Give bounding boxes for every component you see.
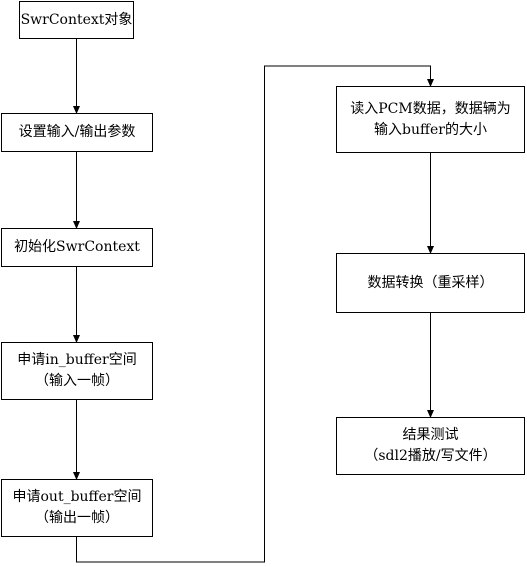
node-set-io-params: 设置输入/输出参数: [1, 113, 153, 152]
node-label-line-2: （sdl2播放/写文件）: [364, 448, 497, 464]
node-label: 初始化SwrContext: [14, 239, 140, 255]
node-label-line-1: 申请out_buffer空间: [12, 489, 142, 505]
node-label-line-2: 输入buffer的大小: [374, 121, 487, 138]
node-swrcontext-object: SwrContext对象: [19, 1, 134, 39]
arrow-5-to-6: [76, 65, 434, 563]
node-result-test: 结果测试 （sdl2播放/写文件）: [336, 417, 525, 475]
node-label-line-1: 结果测试: [402, 427, 459, 443]
node-label-line-1: 读入PCM数据，数据辆为: [350, 100, 511, 117]
node-alloc-in-buffer: 申请in_buffer空间 （输入一帧）: [1, 342, 153, 400]
node-label: 设置输入/输出参数: [18, 124, 136, 140]
node-label: SwrContext对象: [20, 11, 133, 28]
node-label-line-2: （输出一帧）: [35, 510, 119, 526]
node-read-pcm: 读入PCM数据，数据辆为 输入buffer的大小: [336, 86, 525, 153]
node-label-line-2: （输入一帧）: [35, 373, 119, 389]
node-convert-resample: 数据转换（重采样）: [336, 253, 525, 313]
node-label-line-1: 申请in_buffer空间: [17, 352, 137, 368]
node-label: 数据转换（重采样）: [367, 274, 494, 291]
node-init-swrcontext: 初始化SwrContext: [1, 228, 153, 267]
